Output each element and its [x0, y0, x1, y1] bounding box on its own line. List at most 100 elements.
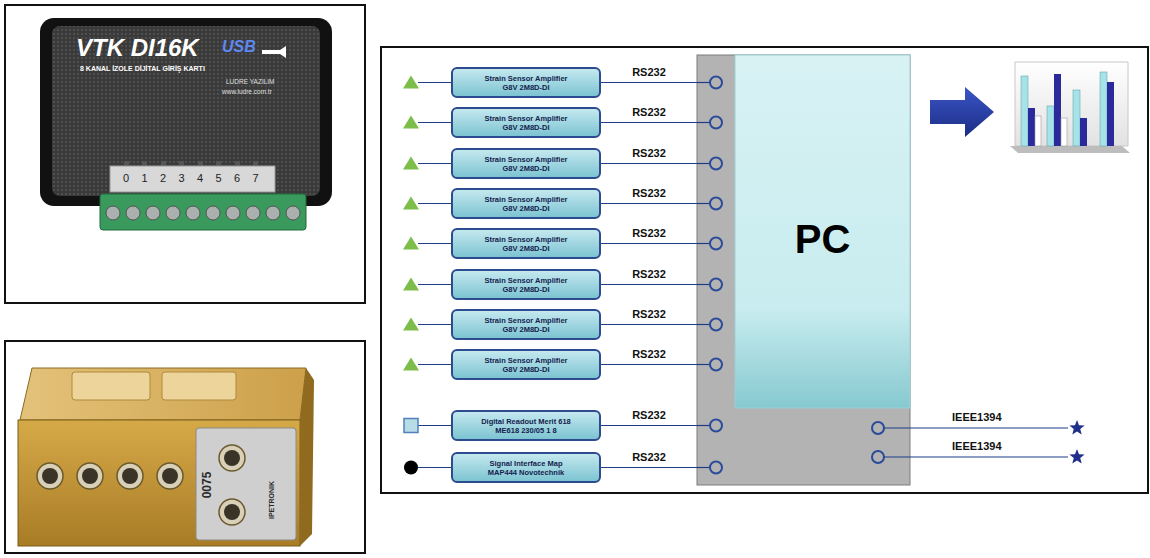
input-card-illustration — [161, 161, 166, 165]
amplifier-box: Strain Sensor AmplifierG8V 2M8D-DI — [451, 67, 601, 98]
channel-number: 2 — [160, 172, 166, 185]
port-circle — [710, 117, 722, 129]
star-symbol — [1069, 449, 1084, 463]
module-illustration — [300, 368, 314, 546]
input-card-illustration — [146, 206, 160, 220]
device-caption: 8 KANAL İZOLE DİJİTAL GİRİŞ KARTI — [80, 65, 205, 73]
port-stub — [697, 425, 710, 426]
port-stub — [697, 122, 710, 123]
node-model: G8V 2M8D-DI — [502, 325, 549, 334]
chart-icon — [1015, 62, 1128, 146]
module-illustration — [42, 450, 240, 520]
node-title: Strain Sensor Amplifier — [484, 316, 567, 325]
input-card-illustration — [198, 161, 203, 165]
rs232-link — [601, 122, 697, 123]
strain-sensor-triangle — [403, 237, 419, 250]
module-illustration — [196, 428, 296, 540]
input-card-illustration — [246, 206, 260, 220]
sensor-wire — [418, 243, 451, 244]
port-stub — [697, 243, 710, 244]
node-title: Strain Sensor Amplifier — [484, 155, 567, 164]
rs232-link — [601, 284, 697, 285]
rs232-link — [601, 467, 697, 468]
port-label: RS232 — [630, 227, 668, 240]
port-label: RS232 — [630, 66, 668, 79]
firewire-line — [884, 427, 1068, 428]
input-card-illustration — [110, 166, 275, 192]
chart-icon — [1073, 90, 1080, 146]
sensor-wire — [418, 364, 451, 365]
rs232-link — [601, 425, 697, 426]
rs232-link — [601, 364, 697, 365]
node-model: G8V 2M8D-DI — [502, 285, 549, 294]
node-title: Strain Sensor Amplifier — [484, 114, 567, 123]
photo-frame — [5, 5, 365, 553]
readout-square — [404, 419, 418, 433]
module-illustration — [162, 372, 236, 400]
node-title: Signal Interface Map — [490, 459, 563, 468]
port-circle — [710, 198, 722, 210]
port-circle — [710, 462, 722, 474]
node-title: Digital Readout Merit 618 — [481, 417, 571, 426]
module-illustration — [117, 463, 143, 489]
module-illustration — [77, 463, 103, 489]
module-illustration — [18, 420, 300, 546]
port-stub — [697, 324, 710, 325]
strain-sensor-triangle — [403, 358, 419, 371]
module-illustration — [42, 468, 58, 484]
input-card-illustration — [226, 206, 240, 220]
usb-mark: USB — [222, 38, 256, 56]
module-code: 0075 — [201, 472, 215, 499]
readout-box: Digital Readout Merit 618ME618 230/05 1 … — [451, 410, 601, 441]
device-name: VTK DI16K — [76, 34, 199, 62]
sensor-wire — [418, 467, 451, 468]
rs232-link — [601, 243, 697, 244]
pc-box: PC — [697, 55, 910, 485]
firewire-line — [884, 428, 1068, 457]
module-illustration — [18, 368, 314, 546]
node-title: Strain Sensor Amplifier — [484, 356, 567, 365]
amplifier-box: Strain Sensor AmplifierG8V 2M8D-DI — [451, 309, 601, 340]
input-card-illustration — [253, 161, 258, 165]
chart-icon — [1028, 108, 1035, 146]
module-illustration — [162, 468, 178, 484]
rs232-link — [601, 163, 697, 164]
chart-icon — [1061, 118, 1067, 146]
readout-square — [404, 419, 418, 433]
sensor-wire — [418, 425, 451, 426]
node-model: G8V 2M8D-DI — [502, 365, 549, 374]
sensor-wire — [418, 203, 451, 204]
module-illustration — [224, 504, 240, 520]
output-arrow — [930, 87, 994, 137]
sensor-wire — [418, 284, 451, 285]
input-card-illustration — [266, 206, 280, 220]
port-circle — [710, 359, 722, 371]
strain-sensor-triangle — [403, 318, 419, 331]
rs232-link — [601, 82, 697, 83]
node-model: G8V 2M8D-DI — [502, 244, 549, 253]
interface-dot — [404, 461, 418, 475]
module-illustration — [37, 445, 245, 525]
sensor-wire — [418, 122, 451, 123]
chart-icon — [1021, 76, 1028, 146]
port-label: IEEE1394 — [952, 440, 1002, 453]
input-card-illustration — [106, 206, 300, 220]
amplifier-box: Strain Sensor AmplifierG8V 2M8D-DI — [451, 107, 601, 138]
input-card-illustration — [124, 161, 129, 165]
node-model: G8V 2M8D-DI — [502, 123, 549, 132]
input-card-illustration — [206, 206, 220, 220]
port-stub — [697, 284, 710, 285]
amplifier-box: Strain Sensor AmplifierG8V 2M8D-DI — [451, 269, 601, 300]
amplifier-box: Strain Sensor AmplifierG8V 2M8D-DI — [451, 228, 601, 259]
port-circle — [872, 451, 884, 463]
input-card-illustration — [186, 206, 200, 220]
chart-icon — [1100, 72, 1107, 146]
input-card-illustration — [216, 161, 221, 165]
amplifier-box: Strain Sensor AmplifierG8V 2M8D-DI — [451, 188, 601, 219]
module-illustration — [20, 368, 306, 420]
module-illustration — [37, 463, 63, 489]
input-card-illustration — [126, 206, 140, 220]
pc-body — [735, 55, 910, 408]
maker-name: LUDRE YAZILIM — [226, 78, 275, 85]
port-label: RS232 — [630, 308, 668, 321]
